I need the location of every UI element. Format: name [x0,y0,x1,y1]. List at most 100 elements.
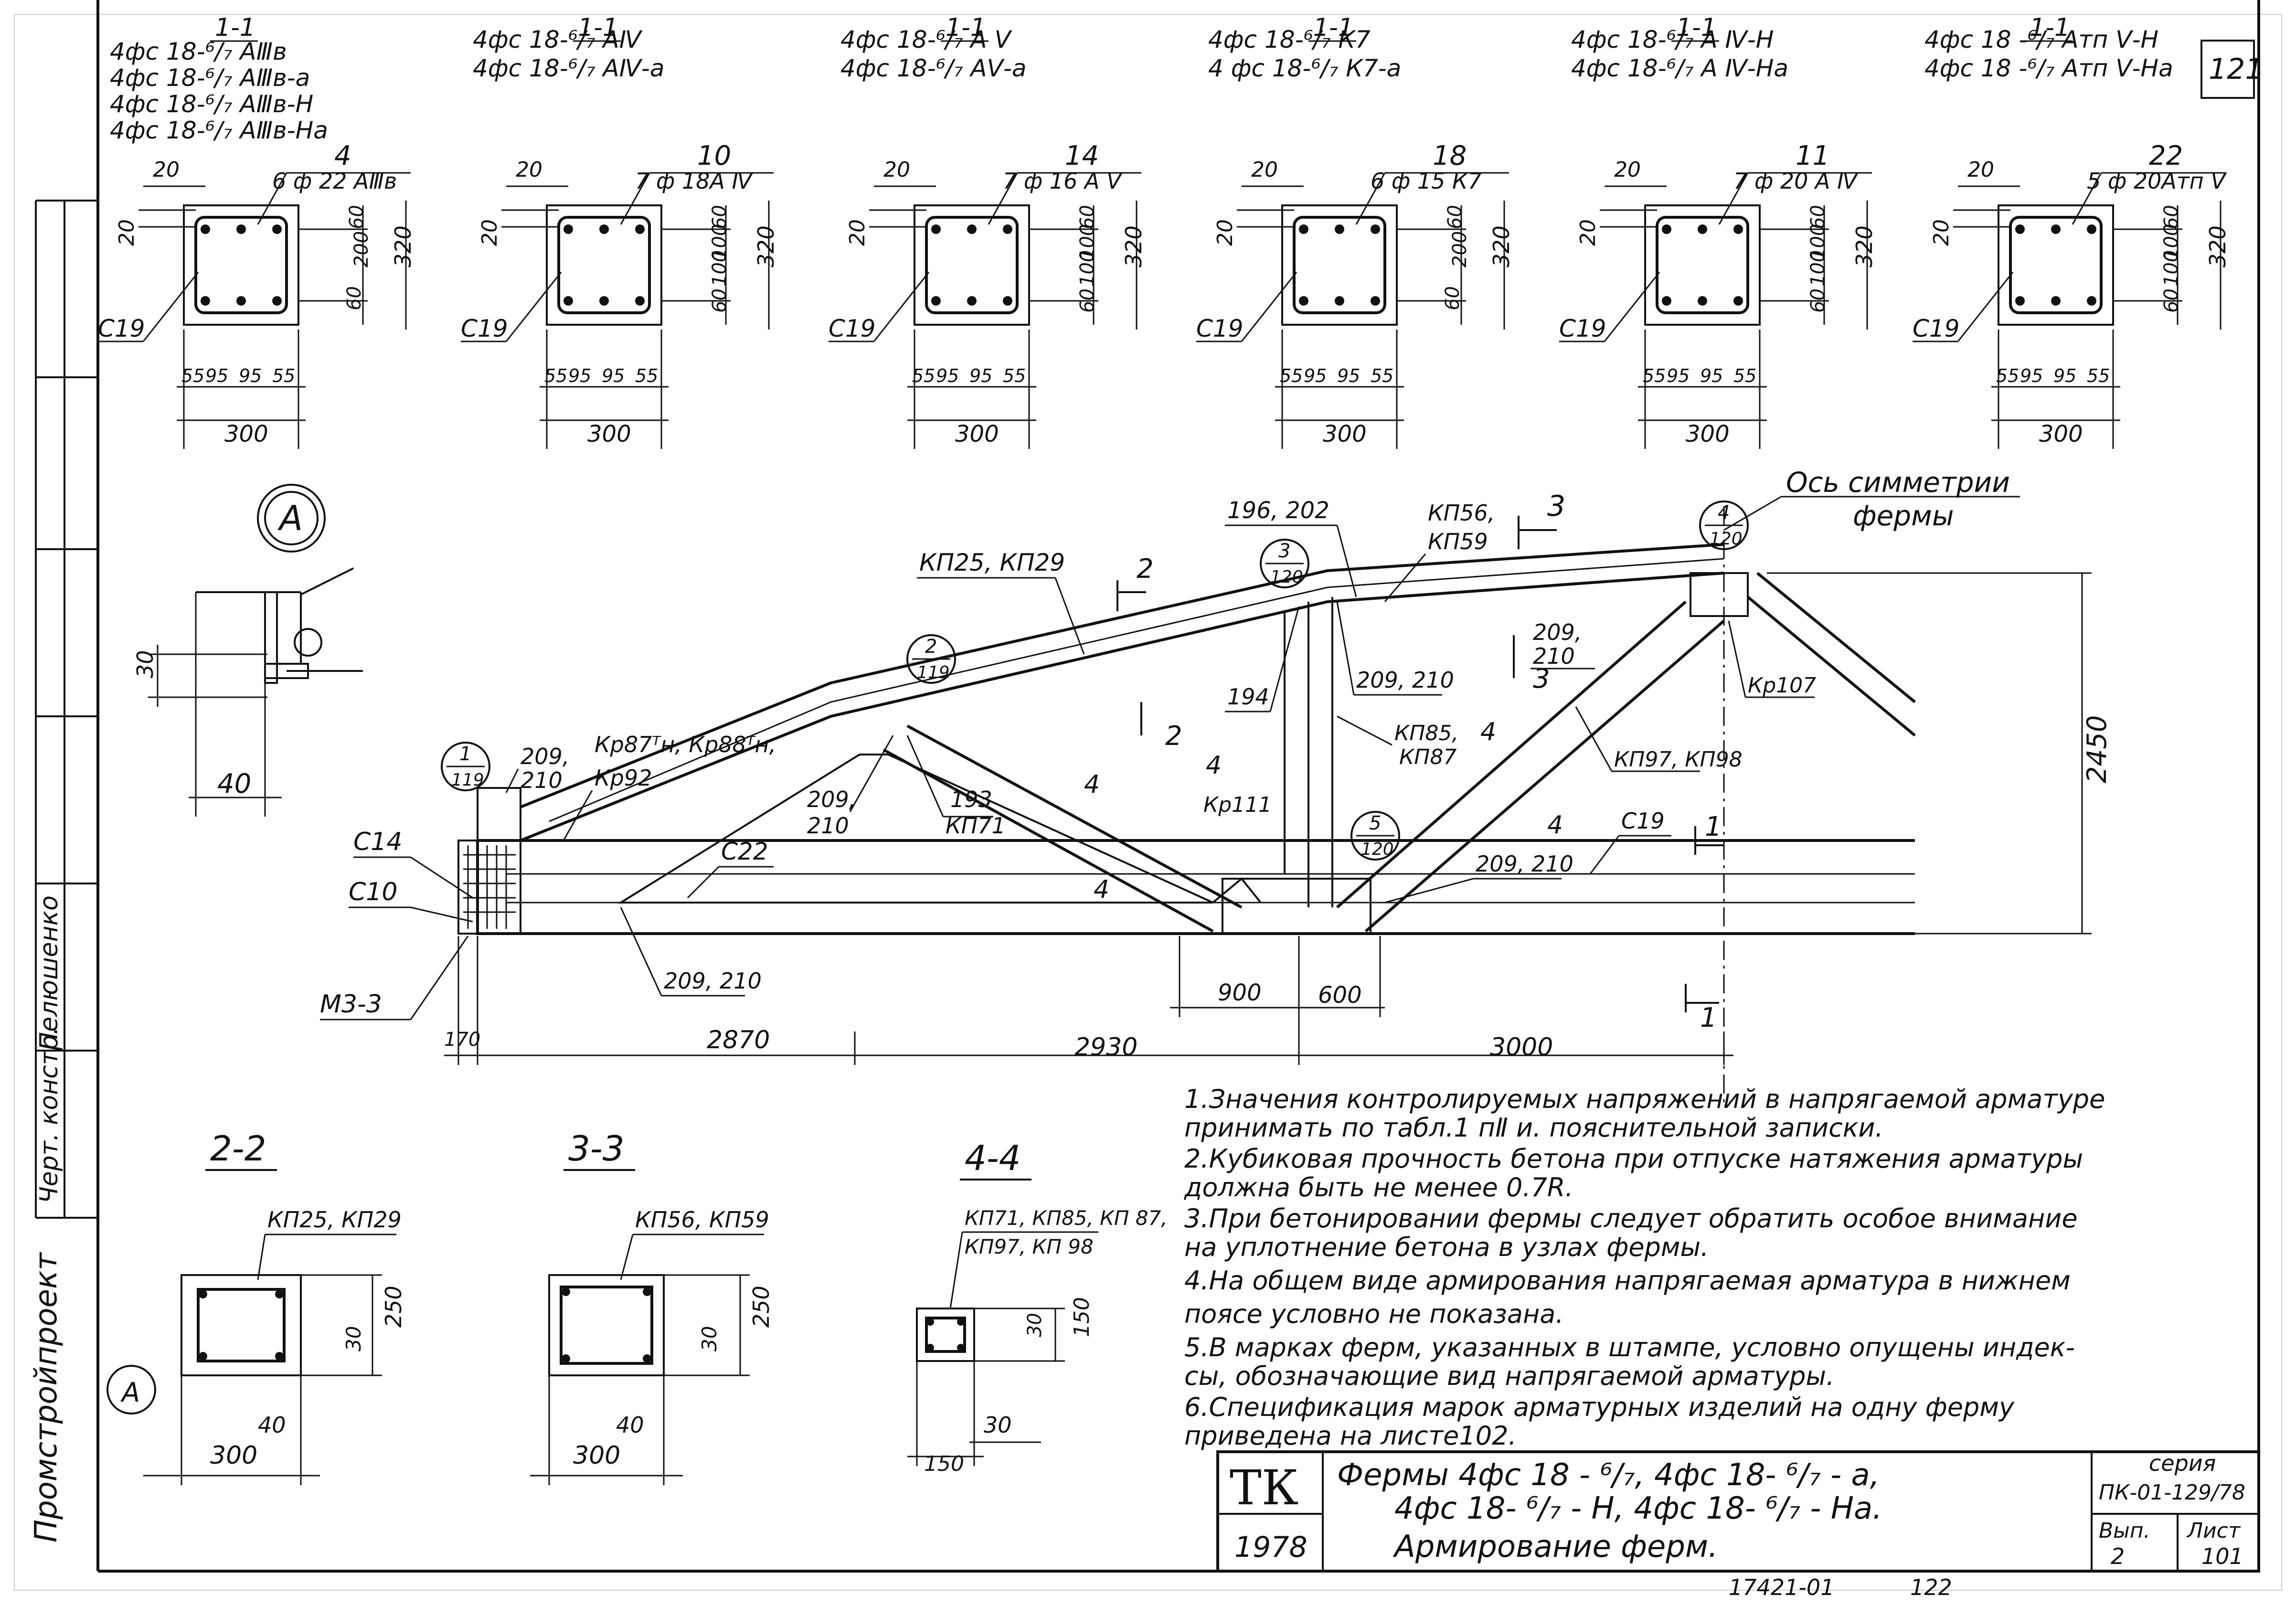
svg-text:приведена на листе102.: приведена на листе102. [1184,1421,1517,1451]
section-mark: 4фс 18 -⁶/₇ Атп Ⅴ-Н [1924,26,2158,53]
section-dt: 320 [753,225,779,267]
svg-text:Кр87ᵀн, Кр88ᵀн,: Кр87ᵀн, Кр88ᵀн, [595,732,776,757]
svg-text:210: 210 [807,813,849,839]
section-dh: 60 [1076,205,1098,229]
section-bars: 7 ф 20 А Ⅳ [1733,168,1859,194]
left-org: Промстройпроект [29,1252,64,1542]
section-d20: 20 [883,158,910,182]
svg-text:4: 4 [1084,770,1100,799]
section-mark: 4фс 18-⁶/₇ А Ⅳ-Н [1571,26,1774,53]
section-3: 1-1 4фс 18-⁶/₇ А Ⅴ 4фс 18-⁶/₇ АⅤ-а 14 7 … [829,13,1147,449]
svg-text:4.На общем виде армирования на: 4.На общем виде армирования напрягаемая … [1184,1266,2071,1296]
svg-text:5.В марках ферм, указанных в ш: 5.В марках ферм, указанных в штампе, усл… [1184,1332,2075,1362]
svg-text:4: 4 [1206,751,1222,780]
section-dt: 320 [1121,225,1147,267]
title-logo: ТК [1230,1460,1298,1516]
svg-text:2: 2 [1165,721,1182,752]
svg-text:2450: 2450 [2082,715,2113,783]
svg-text:30: 30 [342,1326,365,1351]
section-pos: 18 [1433,140,1467,171]
detail-a-label: А [277,498,303,538]
node-3: 3 120 [1260,539,1309,588]
svg-text:119: 119 [917,663,950,682]
section-2-2: 2-2 КП25, КП29 30 250 40 300 А [106,1128,406,1485]
svg-text:600: 600 [1318,982,1362,1009]
section-d20: 20 [1929,219,1954,246]
svg-text:30: 30 [698,1326,721,1351]
section-db: 55 [1371,365,1393,386]
section-dh: 100 [1807,224,1829,260]
detail-a-d40: 40 [217,768,251,799]
svg-text:209, 210: 209, 210 [1476,851,1573,877]
svg-text:210: 210 [521,767,563,793]
section-d20: 20 [478,219,502,246]
svg-text:Кр92: Кр92 [595,765,652,791]
left-role: Черт. констр. [35,1027,64,1203]
svg-text:120: 120 [1710,529,1743,549]
sheet-label: Лист [2186,1519,2241,1543]
section-dh: 200 [351,231,372,267]
section-dh: 60 [2160,288,2182,313]
svg-text:КП71, КП85, КП 87,: КП71, КП85, КП 87, [965,1206,1168,1230]
section-mark: 4фс 18-⁶/₇ АⅢв-а [110,64,310,92]
section-db: 95 [568,365,591,386]
svg-text:М3-3: М3-3 [320,990,382,1019]
section-dt: 320 [2205,225,2231,267]
section-cut: 1-1 [578,13,618,42]
section-dt: 320 [1488,225,1514,267]
svg-text:2930: 2930 [1074,1033,1137,1062]
section-mark: 4фс 18-⁶/₇ АⅣ-а [473,54,664,82]
svg-text:2870: 2870 [707,1026,770,1054]
section-clamp: С19 [461,315,508,342]
section-mark: 4фс 18-⁶/₇ К7 [1208,26,1371,53]
section-db: 55 [1996,365,2019,386]
section-pos: 11 [1796,140,1829,171]
svg-text:4-4: 4-4 [965,1138,1021,1178]
section-db: 95 [205,365,228,386]
section-mark: 4фс 18 -⁶/₇ Атп Ⅴ-На [1924,54,2173,82]
section-dh: 60 [2160,205,2182,229]
svg-text:3-3: 3-3 [568,1128,625,1169]
section-3-3: 3-3 КП56, КП59 30 250 40 300 [530,1128,774,1485]
page-number-top: 121 [2209,53,2264,86]
section-clamp: С19 [1913,315,1960,342]
svg-text:40: 40 [258,1412,286,1438]
section-dh: 100 [2160,224,2182,260]
node-5: 5 120 [1350,811,1400,861]
svg-text:С10: С10 [349,878,397,906]
section-db: 55 [1003,365,1026,386]
section-6: 1-1 4фс 18 -⁶/₇ Атп Ⅴ-Н 4фс 18 -⁶/₇ Атп … [1913,13,2231,449]
section-db: 55 [272,365,295,386]
svg-text:2.Кубиковая прочность бетона п: 2.Кубиковая прочность бетона при отпуске… [1184,1144,2083,1174]
section-db: 55 [1643,365,1666,386]
section-4-4: 4-4 КП71, КП85, КП 87, КП97, КП 98 30 15… [907,1138,1168,1476]
svg-text:на уплотнение бетона в узлах ф: на уплотнение бетона в узлах фермы. [1184,1232,1709,1262]
section-dh: 60 [1807,205,1829,229]
page-number-box: 121 [2200,40,2264,99]
svg-text:КП97, КП98: КП97, КП98 [1614,747,1743,772]
section-dw: 300 [955,421,999,447]
node-4: 4 120 [1699,500,1749,550]
inventory-number: 17421-01 [1729,1574,1834,1600]
section-pos: 22 [2149,140,2183,171]
svg-text:196, 202: 196, 202 [1227,497,1329,524]
section-5: 1-1 4фс 18-⁶/₇ А Ⅳ-Н 4фс 18-⁶/₇ А Ⅳ-На 1… [1559,13,1877,449]
section-dh: 60 [709,205,731,229]
svg-text:150: 150 [1070,1297,1094,1337]
mesh-c14 [463,845,516,929]
section-bars: 5 ф 20Атп Ⅴ [2087,168,2227,194]
svg-text:193: 193 [950,787,992,812]
section-cut: 1-1 [2030,13,2070,42]
node-1: 1 119 [441,742,490,791]
section-dt: 320 [1851,225,1877,267]
section-d20: 20 [1213,219,1237,246]
top-sections: 1-1 4фс 18-⁶/₇ АⅢв 4фс 18-⁶/₇ АⅢв-а 4фс … [98,13,2231,449]
section-dh: 200 [1449,231,1471,267]
svg-text:210: 210 [1533,643,1575,669]
section-d20: 20 [516,158,542,182]
sheet-value: 101 [2201,1543,2243,1569]
svg-text:300: 300 [573,1441,620,1470]
svg-text:40: 40 [616,1412,644,1438]
axis-label-2: фермы [1853,500,1954,532]
